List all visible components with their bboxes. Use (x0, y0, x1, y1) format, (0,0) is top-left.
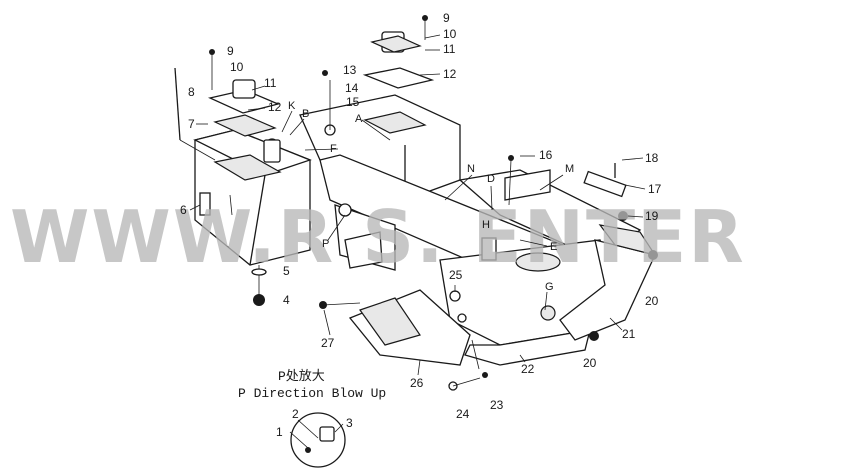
callout-15: 15 (346, 95, 360, 109)
main-frame (263, 20, 657, 366)
callout-2: 2 (292, 407, 299, 421)
callout-24: 24 (456, 407, 470, 421)
callout-12-left: 12 (268, 100, 282, 114)
callout-3: 3 (346, 416, 353, 430)
callout-13: 13 (343, 63, 357, 77)
label-n: N (467, 163, 475, 175)
caption-chinese: P处放大 (278, 369, 325, 384)
callout-20-right: 20 (645, 294, 659, 308)
label-b: B (302, 108, 309, 120)
label-p: P (322, 238, 329, 250)
callout-8: 8 (188, 85, 195, 99)
callout-25: 25 (449, 268, 463, 282)
label-m: M (565, 163, 574, 175)
caption-english: P Direction Blow Up (238, 386, 386, 401)
label-d: D (487, 173, 495, 185)
left-tank (193, 129, 312, 266)
callout-9-left: 9 (227, 44, 234, 58)
callout-18: 18 (645, 151, 659, 165)
letter-labels: A B D E F G H K M N P (288, 100, 574, 293)
label-g: G (545, 281, 554, 293)
callout-27: 27 (321, 336, 335, 350)
callout-10-right: 10 (443, 27, 457, 41)
callout-9-right: 9 (443, 11, 450, 25)
callout-5: 5 (283, 264, 290, 278)
leader-lines (209, 15, 658, 391)
callout-19: 19 (645, 209, 659, 223)
callout-26: 26 (410, 376, 424, 390)
callout-4: 4 (283, 293, 290, 307)
callout-20-bottom: 20 (583, 356, 597, 370)
label-h: H (482, 219, 490, 231)
callout-numbers: 1 2 3 4 5 6 7 8 9 10 11 12 13 14 15 16 1… (180, 11, 662, 439)
callout-6: 6 (180, 203, 187, 217)
callout-7: 7 (188, 117, 195, 131)
label-e: E (550, 241, 557, 253)
left-cap-assembly (174, 50, 281, 161)
label-leaders (189, 34, 646, 376)
callout-17: 17 (648, 182, 662, 196)
callout-23: 23 (490, 398, 504, 412)
watermark-text: WWW.R S. ENTER (10, 195, 746, 279)
callout-10-left: 10 (230, 60, 244, 74)
callout-21: 21 (622, 327, 636, 341)
callout-14: 14 (345, 81, 359, 95)
callout-11-left: 11 (264, 76, 277, 90)
callout-16: 16 (539, 148, 553, 162)
label-a: A (355, 113, 363, 125)
callout-1: 1 (276, 425, 283, 439)
label-k: K (288, 100, 296, 112)
detail-p-blowup (289, 412, 346, 468)
callout-12-right: 12 (443, 67, 457, 81)
callout-11-right: 11 (443, 42, 456, 56)
callout-22: 22 (521, 362, 535, 376)
